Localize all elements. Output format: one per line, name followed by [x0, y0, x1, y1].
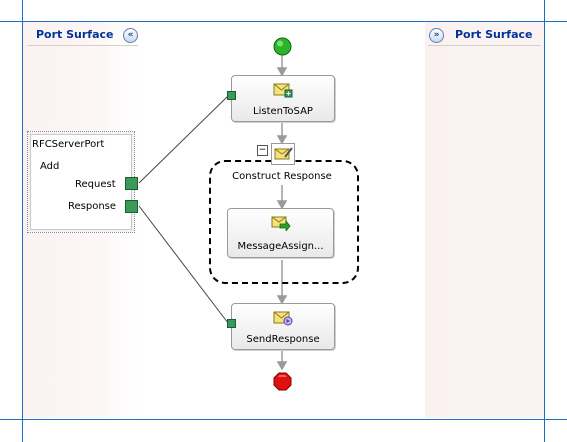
frame-top-line: [0, 21, 567, 22]
request-connector: [138, 95, 229, 184]
right-title-underline: [428, 45, 540, 46]
send-port-connector[interactable]: [227, 319, 236, 328]
send-response-shape[interactable]: SendResponse: [231, 303, 335, 350]
collapse-left-surface-button[interactable]: «: [123, 28, 138, 43]
envelope-receive-icon: [273, 83, 293, 98]
port-operation: Add: [40, 161, 60, 172]
collapse-construct-button[interactable]: −: [257, 145, 268, 156]
left-title-underline: [28, 45, 138, 46]
message-assign-shape[interactable]: MessageAssign...: [227, 208, 334, 258]
envelope-send-icon: [273, 311, 293, 326]
left-surface-title: Port Surface: [36, 28, 114, 41]
request-port-connector[interactable]: [125, 177, 138, 190]
send-response-label: SendResponse: [246, 334, 320, 345]
envelope-pen-icon: [271, 143, 295, 165]
envelope-arrow-icon: [271, 216, 291, 231]
receive-port-connector[interactable]: [227, 91, 236, 100]
response-connector: [138, 205, 229, 324]
construct-response-label: Construct Response: [232, 171, 332, 182]
right-port-surface[interactable]: [425, 22, 544, 418]
port-name: RFCServerPort: [32, 139, 105, 150]
frame-bottom-line: [0, 419, 567, 420]
start-circle-icon[interactable]: [273, 37, 292, 56]
listen-to-sap-label: ListenToSAP: [253, 106, 313, 117]
flow-arrows: [276, 55, 288, 371]
message-assign-label: MessageAssign...: [237, 241, 324, 252]
request-label: Request: [75, 179, 116, 190]
frame-left-line: [22, 0, 23, 442]
expand-right-surface-button[interactable]: »: [429, 28, 444, 43]
frame-right-line: [544, 0, 545, 442]
stop-octagon-icon[interactable]: [273, 372, 292, 391]
response-port-connector[interactable]: [125, 200, 138, 213]
right-surface-title: Port Surface: [455, 28, 533, 41]
response-label: Response: [68, 201, 117, 212]
rfc-server-port[interactable]: RFCServerPort Add Request Response: [27, 131, 135, 233]
listen-to-sap-shape[interactable]: ListenToSAP: [231, 75, 335, 122]
